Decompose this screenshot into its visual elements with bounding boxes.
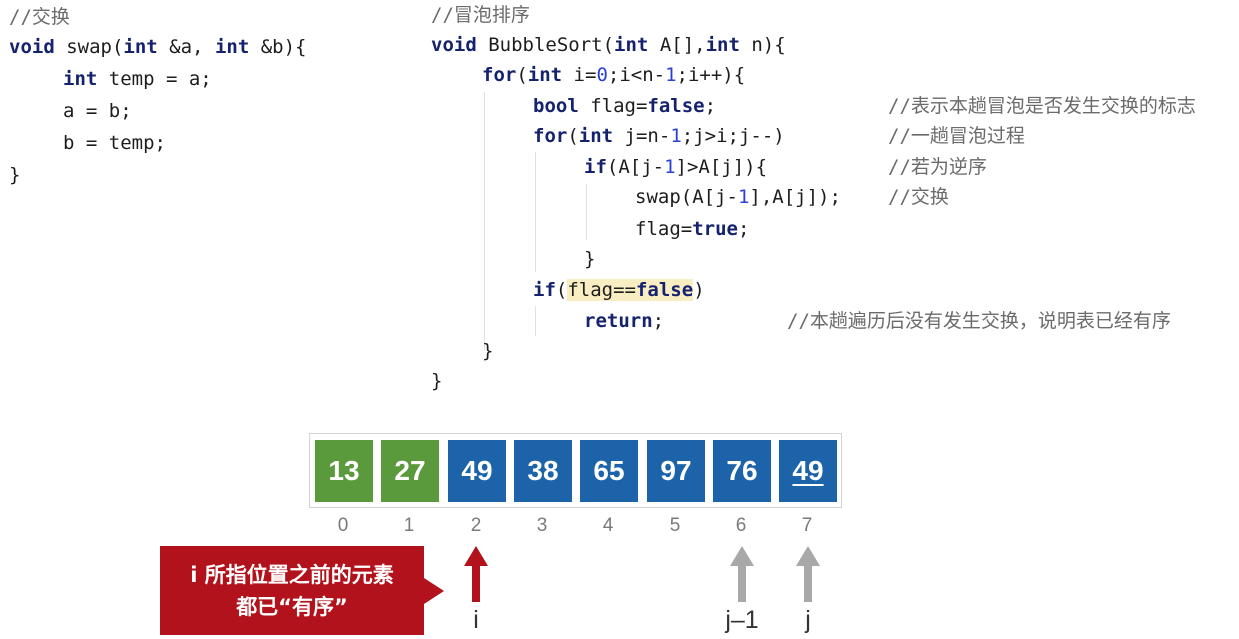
array-index: 5 [669, 515, 681, 536]
array-index: 3 [536, 515, 548, 536]
bubble-comment: //冒泡排序 [431, 4, 530, 26]
indent-guide [586, 184, 587, 240]
array-index: 6 [735, 515, 747, 536]
array-cell: 65 [580, 440, 638, 502]
array-container: 13 27 49 38 65 97 76 49 [309, 433, 842, 508]
bubble-signature: void BubbleSort(int A[],int n){ [431, 34, 786, 56]
indent-guide [535, 152, 536, 272]
sorted-prefix-callout: i 所指位置之前的元素 都已“有序” [160, 546, 424, 635]
pointer-j-minus-1-label: j–1 [725, 606, 759, 634]
outer-for-close: } [482, 340, 494, 362]
if-compare-comment: //若为逆序 [888, 156, 987, 178]
if-close: } [584, 248, 596, 270]
array-cell: 13 [315, 440, 373, 502]
indent-guide [535, 306, 536, 336]
flag-true-line: flag=true; [635, 218, 750, 240]
array-cell: 27 [381, 440, 439, 502]
array-index: 1 [403, 515, 415, 536]
return-comment: //本趟遍历后没有发生交换，说明表已经有序 [787, 310, 1171, 332]
if-flag-line: if(flag==false) [533, 279, 705, 301]
if-compare-line: if(A[j-1]>A[j]){ [584, 156, 768, 178]
indent-guide [484, 92, 485, 350]
highlighted-condition: flag==false [567, 279, 694, 301]
pointer-i-arrow-icon [464, 546, 488, 602]
function-close: } [431, 370, 443, 392]
array-cell: 38 [514, 440, 572, 502]
pointer-j-label: j [805, 606, 811, 634]
callout-line-1: i 所指位置之前的元素 [190, 562, 394, 587]
swap-close: } [9, 164, 21, 186]
array-index: 2 [470, 515, 482, 536]
pointer-j-minus-1-arrow-shape [730, 546, 754, 602]
array-index: 4 [602, 515, 614, 536]
swap-call-line: swap(A[j-1],A[j]); [635, 186, 841, 208]
return-line: return; [584, 310, 665, 332]
inner-for-comment: //一趟冒泡过程 [888, 125, 1025, 147]
pointer-i-arrow-shape [464, 546, 488, 602]
callout-pointer [424, 578, 444, 604]
swap-call-comment: //交换 [888, 186, 949, 208]
flag-decl-comment: //表示本趟冒泡是否发生交换的标志 [888, 95, 1196, 117]
swap-line-b: b = temp; [63, 132, 166, 154]
swap-line-temp: int temp = a; [63, 68, 212, 90]
pointer-j-arrow-shape [796, 546, 820, 602]
pointer-i-label: i [473, 606, 479, 634]
array-cell: 49 [448, 440, 506, 502]
outer-for-line: for(int i=0;i<n-1;i++){ [482, 64, 746, 86]
array-index: 7 [801, 515, 813, 536]
callout-line-2: 都已“有序” [236, 594, 348, 619]
inner-for-line: for(int j=n-1;j>i;j--) [533, 125, 785, 147]
pointer-j-arrow-icon [796, 546, 820, 602]
array-cell: 49 [779, 440, 837, 502]
array-index: 0 [337, 515, 349, 536]
pointer-j-minus-1-arrow-icon [730, 546, 754, 602]
swap-line-a: a = b; [63, 100, 132, 122]
swap-comment: //交换 [9, 6, 70, 28]
array-cell: 76 [713, 440, 771, 502]
array-cell: 97 [647, 440, 705, 502]
swap-signature: void swap(int &a, int &b){ [9, 36, 307, 58]
flag-decl-line: bool flag=false; [533, 95, 717, 117]
